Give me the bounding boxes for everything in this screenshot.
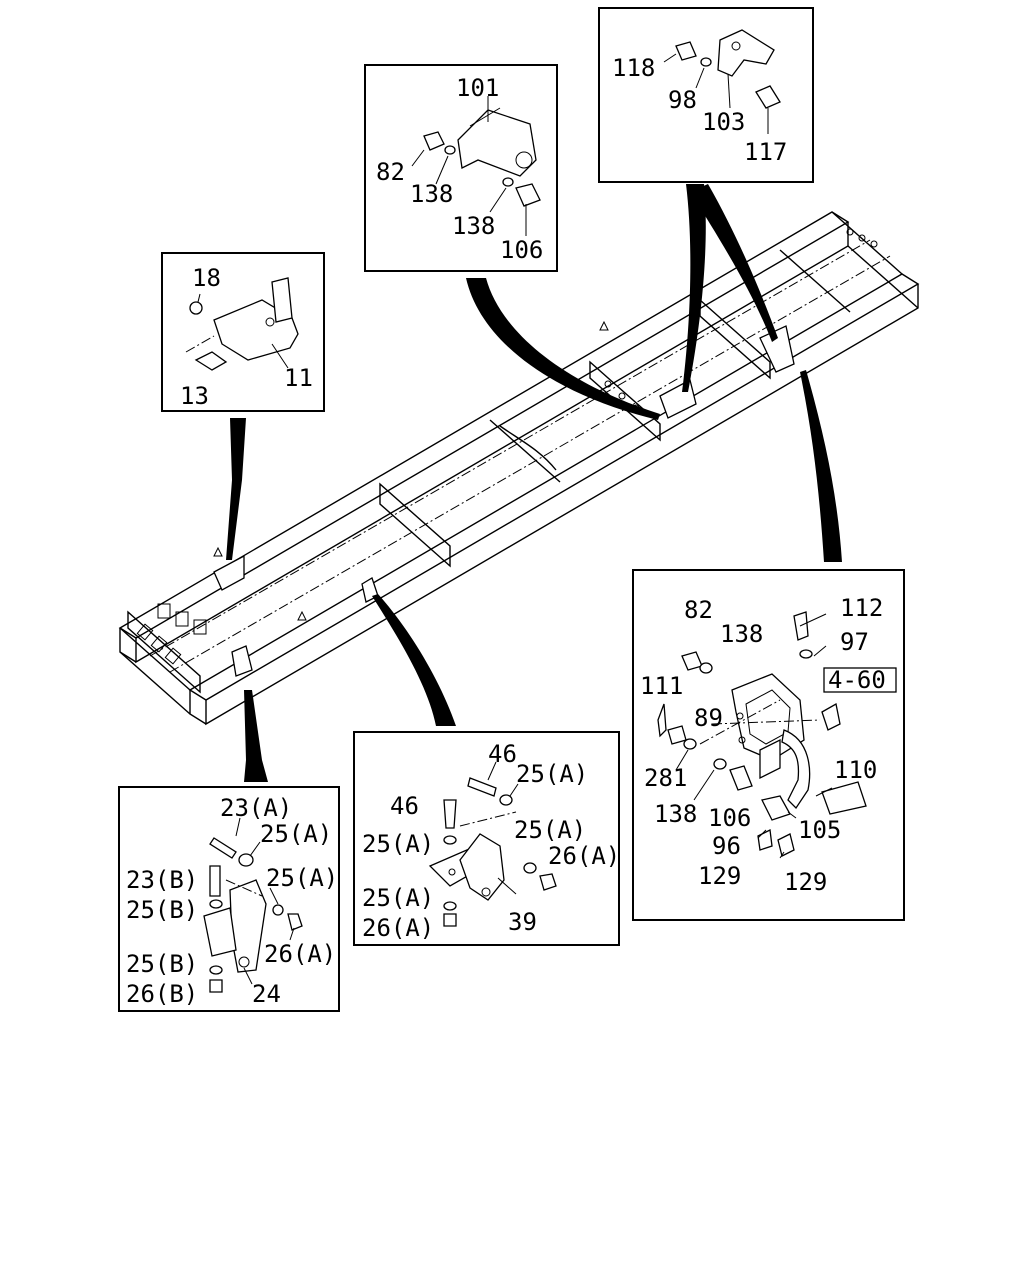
callout-label: 281 [644,764,687,792]
callout-label: 46 [390,792,419,820]
callout-label: 110 [834,756,877,784]
callout-label: 24 [252,980,281,1008]
callout-label: 23(B) [126,866,198,894]
callout-label: 112 [840,594,883,622]
callout-label: 25(A) [260,820,332,848]
callout-label: 138 [654,800,697,828]
reference-label: 4-60 [828,666,886,694]
chassis-frame [118,211,920,726]
panel-bracket-39: 46 25(A) 46 25(A) 25(A) 26(A) 25(A) 39 2… [353,731,620,946]
callout-label: 117 [744,138,787,166]
callout-label: 111 [640,672,683,700]
callout-label: 82 [376,158,405,186]
callout-label: 11 [284,364,313,392]
callout-label: 129 [784,868,827,896]
callout-label: 98 [668,86,697,114]
callout-label: 105 [798,816,841,844]
callout-label: 26(A) [548,842,620,870]
callout-label: 25(A) [516,760,588,788]
panel-bracket-101: 101 82 138 138 106 [364,64,558,272]
callout-label: 106 [500,236,543,264]
callout-label: 26(A) [362,914,434,942]
callout-label: 25(B) [126,896,198,924]
callout-label: 138 [410,180,453,208]
callout-pointers [226,184,842,782]
callout-label: 96 [712,832,741,860]
callout-label: 101 [456,74,499,102]
callout-label: 46 [488,740,517,768]
callout-label: 97 [840,628,869,656]
callout-label: 129 [698,862,741,890]
callout-label: 13 [180,382,209,410]
panel-bracket-24: 23(A) 25(A) 23(B) 25(A) 25(B) 26(A) 25(B… [118,786,340,1012]
callout-label: 26(B) [126,980,198,1008]
callout-label: 118 [612,54,655,82]
panel-bracket-11: 18 13 11 [161,252,325,412]
callout-label: 23(A) [220,794,292,822]
callout-label: 25(A) [266,864,338,892]
callout-label: 25(A) [362,830,434,858]
callout-label: 138 [720,620,763,648]
callout-label: 18 [192,264,221,292]
callout-label: 25(A) [362,884,434,912]
callout-label: 138 [452,212,495,240]
panel-bracket-105: 4-60 82 112 138 97 111 89 281 110 138 10… [632,569,905,921]
callout-label: 26(A) [264,940,336,968]
callout-label: 82 [684,596,713,624]
callout-label: 106 [708,804,751,832]
callout-label: 89 [694,704,723,732]
callout-label: 103 [702,108,745,136]
callout-label: 25(B) [126,950,198,978]
callout-label: 25(A) [514,816,586,844]
panel-bracket-103: 118 98 103 117 [598,7,814,183]
callout-label: 39 [508,908,537,936]
